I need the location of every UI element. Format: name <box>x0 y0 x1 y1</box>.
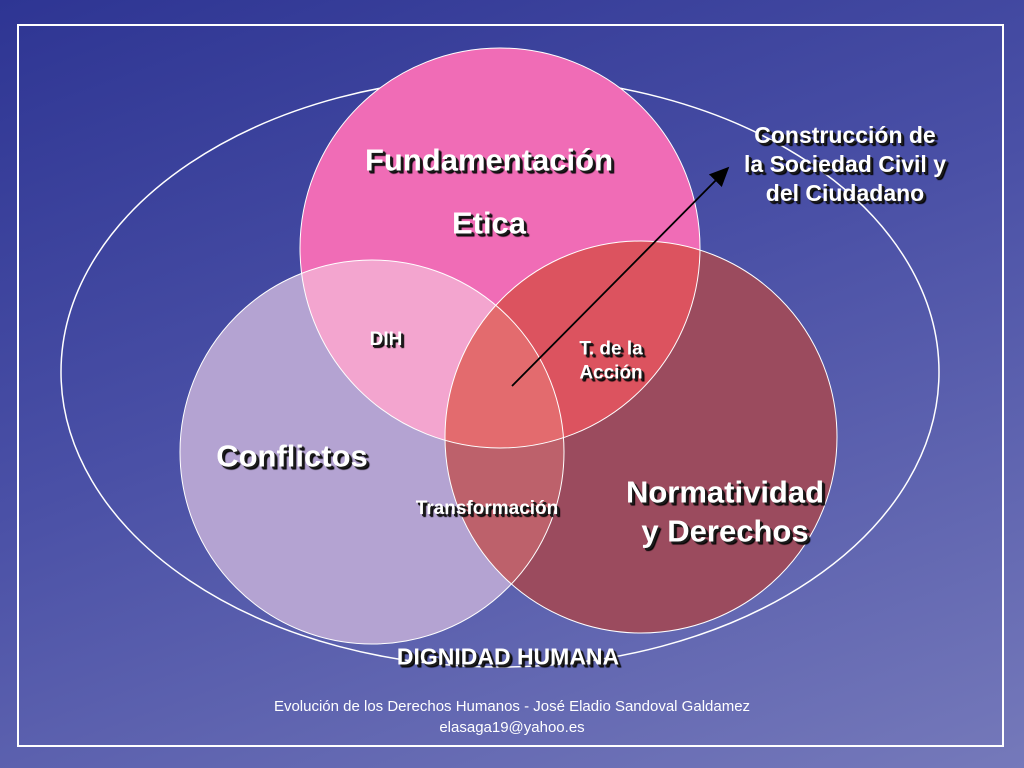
label-transformacion: Transformación <box>415 498 559 520</box>
arrow-line <box>511 166 730 387</box>
footer-email: elasaga19@yahoo.es <box>439 719 585 736</box>
footer-credit: Evolución de los Derechos Humanos - José… <box>273 698 751 715</box>
label-construccion: Construcción de la Sociedad Civil y del … <box>744 121 946 206</box>
label-dignidad-humana: DIGNIDAD HUMANA <box>396 643 620 670</box>
label-dih: DIH <box>369 329 403 351</box>
label-conflictos: Conflictos <box>216 438 368 474</box>
label-t-de-la-accion: T. de la Acción <box>579 338 643 383</box>
slide-frame <box>17 24 1004 747</box>
label-normatividad: Normatividad y Derechos <box>625 474 825 548</box>
label-fundamentacion: Fundamentación Etica <box>364 142 614 240</box>
